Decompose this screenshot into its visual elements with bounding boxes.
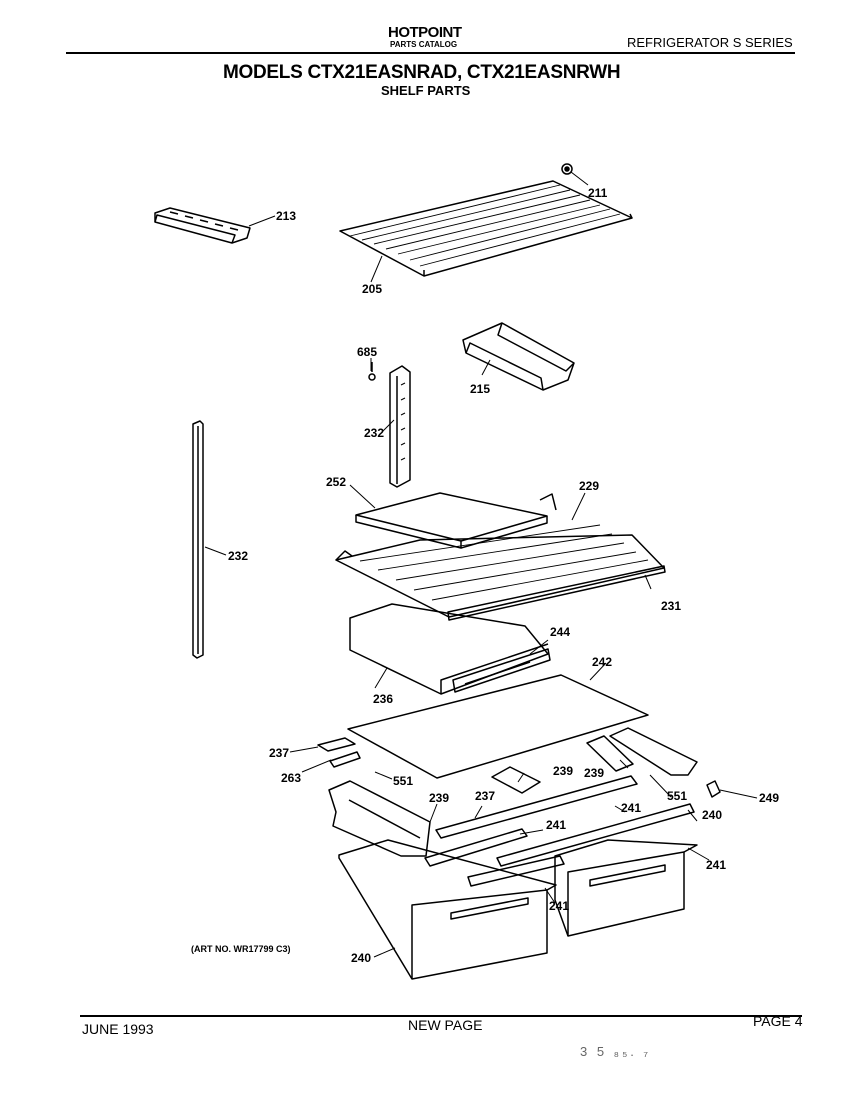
part-support-right: [586, 727, 698, 776]
callout-685: 685: [357, 345, 377, 359]
part-screw: [368, 362, 376, 381]
callout-239-left: 239: [429, 791, 449, 805]
part-wire-shelf: [339, 180, 633, 277]
part-glass-cover: [347, 674, 649, 779]
footer-date: JUNE 1993: [82, 1021, 154, 1037]
callout-263: 263: [281, 771, 301, 785]
part-drawer-right: [554, 839, 698, 937]
section-title: SHELF PARTS: [381, 83, 471, 98]
callout-236: 236: [373, 692, 393, 706]
part-drawer-left: [338, 839, 557, 980]
part-side-frame: [328, 780, 431, 857]
part-drawer-rail-3: [467, 855, 565, 887]
handwritten-note: 3 5 ₈₅. ₇: [580, 1044, 652, 1059]
callout-215: 215: [470, 382, 490, 396]
part-shelf-frame: [335, 493, 666, 621]
callout-252: 252: [326, 475, 346, 489]
part-left-bracket: [317, 737, 361, 768]
part-drawer-rail-2: [496, 803, 695, 867]
header-rule: [66, 52, 795, 54]
callout-241-lower: 241: [549, 899, 569, 913]
art-number: (ART NO. WR17799 C3): [191, 944, 291, 954]
footer-note: NEW PAGE: [408, 1017, 483, 1033]
part-rail-left: [192, 420, 204, 659]
callout-205: 205: [362, 282, 382, 296]
callout-232-center: 232: [364, 426, 384, 440]
callout-240-right: 240: [702, 808, 722, 822]
part-crisper-drawer: [349, 603, 551, 695]
callout-242: 242: [592, 655, 612, 669]
part-support-center: [491, 766, 541, 794]
callout-551-right: 551: [667, 789, 687, 803]
part-glass-panel: [355, 492, 548, 549]
callout-239-center: 239: [553, 764, 573, 778]
callout-551-left: 551: [393, 774, 413, 788]
part-egg-tray: [154, 207, 251, 244]
models-title: MODELS CTX21EASNRAD, CTX21EASNRWH: [223, 62, 621, 83]
callout-249: 249: [759, 791, 779, 805]
callout-213: 213: [276, 209, 296, 223]
part-cross-rail: [435, 775, 638, 839]
catalog-label: PARTS CATALOG: [390, 40, 458, 49]
part-door-bin: [462, 322, 575, 391]
callout-240-left: 240: [351, 951, 371, 965]
series-label: REFRIGERATOR S SERIES: [627, 35, 793, 50]
part-drawer-rail-1: [424, 828, 528, 867]
callout-237-left: 237: [269, 746, 289, 760]
page-number: PAGE 4: [753, 1013, 803, 1029]
brand-name: HOTPOINT: [388, 24, 462, 41]
callout-239-right: 239: [584, 766, 604, 780]
callout-211: 211: [588, 186, 608, 200]
callout-241-center: 241: [546, 818, 566, 832]
part-clip: [706, 780, 721, 798]
callout-229: 229: [579, 479, 599, 493]
callout-241-upper: 241: [621, 801, 641, 815]
part-knob: [561, 163, 573, 175]
callout-241-right: 241: [706, 858, 726, 872]
part-rail-center: [389, 365, 411, 488]
callout-244: 244: [550, 625, 570, 639]
callout-231: 231: [661, 599, 681, 613]
callout-232-left: 232: [228, 549, 248, 563]
callout-237-center: 237: [475, 789, 495, 803]
footer-rule: [80, 1015, 802, 1017]
